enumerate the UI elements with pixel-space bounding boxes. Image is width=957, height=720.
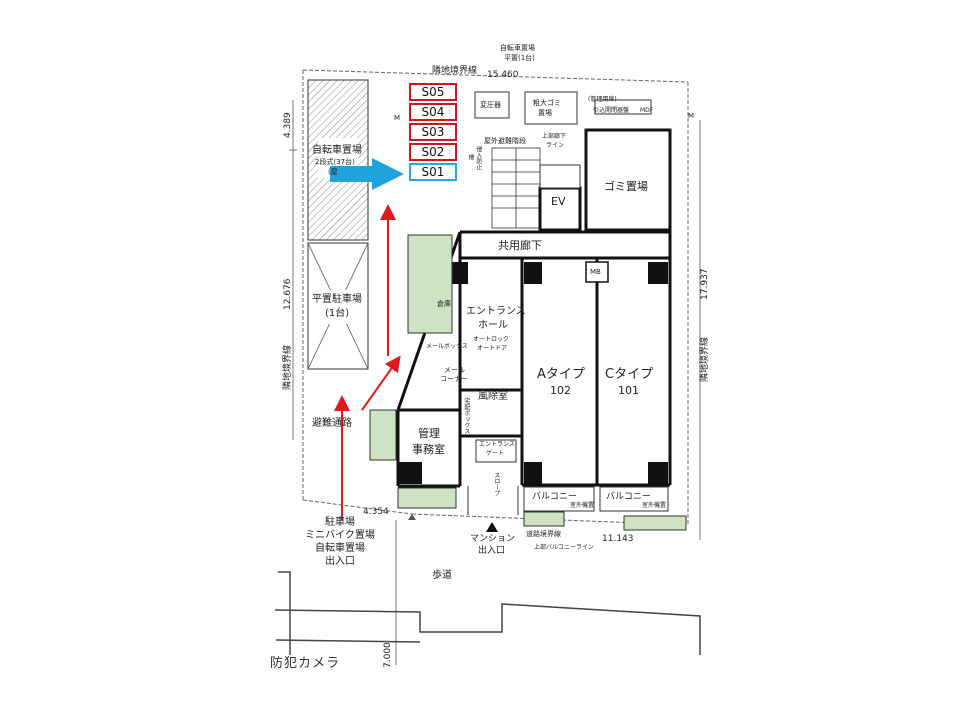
storage-label: 倉庫 bbox=[437, 300, 451, 308]
mail-corner-label: メール bbox=[444, 366, 465, 374]
minibike-label: ミニバイク置場 bbox=[305, 530, 375, 541]
bike-parking-capacity: 2段式(37台) bbox=[315, 158, 355, 166]
slot-s04[interactable]: S04 bbox=[409, 103, 457, 121]
outdoor-stairs bbox=[491, 147, 541, 229]
windbreak-label: 風除室 bbox=[478, 391, 508, 402]
mansion-entrance-sub: 出入口 bbox=[478, 546, 506, 556]
structural-columns bbox=[398, 262, 668, 484]
camera-caption: 防犯カメラ bbox=[270, 656, 341, 671]
management-door: (管理用扉) bbox=[588, 96, 617, 103]
mb-box bbox=[585, 261, 609, 283]
camera-marker-right: M bbox=[688, 112, 695, 120]
outdoor-unit-a: 室外機置 bbox=[570, 502, 595, 509]
dim-bottom-left: 4.354 bbox=[363, 507, 389, 517]
upper-balcony-line: 上部バルコニーライン bbox=[534, 544, 594, 551]
mansion-entrance-marker bbox=[486, 522, 498, 532]
parking-entrance-label: 駐車場 bbox=[325, 517, 355, 528]
mansion-entrance-label: マンション bbox=[470, 534, 516, 544]
garbage-room-label: ゴミ置場 bbox=[604, 180, 648, 193]
upper-corridor-line: 上部廊下 bbox=[542, 133, 567, 140]
upper-corridor-line-2: ライン bbox=[546, 142, 565, 149]
dim-left-mid: 12.676 bbox=[283, 278, 293, 311]
planting-areas bbox=[369, 234, 687, 531]
dim-top: 15.460 bbox=[487, 70, 519, 80]
slot-s02[interactable]: S02 bbox=[409, 143, 457, 161]
dim-bottom-right: 11.143 bbox=[602, 534, 634, 544]
office-sub: 事務室 bbox=[412, 443, 445, 456]
slot-s05[interactable]: S05 bbox=[409, 83, 457, 101]
escape-route-label: 避難通路 bbox=[312, 418, 352, 429]
neighbor-boundary-right: 隣地境界線 bbox=[700, 336, 710, 382]
bike-parking-roof: (屋 bbox=[328, 168, 338, 176]
bulky-garbage-box bbox=[524, 91, 578, 125]
balconies bbox=[523, 486, 669, 512]
autolock-label: オートロック bbox=[473, 336, 510, 343]
transformer-label: 変圧器 bbox=[480, 101, 501, 109]
lead-in-panel: 引込開閉器盤 bbox=[593, 107, 630, 114]
delivery-box-label: 宅配ボックス bbox=[462, 398, 470, 434]
intrusion-fence-2: 柵 bbox=[466, 154, 474, 160]
bulky-garbage-sub: 置場 bbox=[538, 109, 552, 117]
sidewalk-label: 歩道 bbox=[432, 570, 452, 581]
entrance-hall-label: エントランス bbox=[466, 306, 526, 317]
garbage-room bbox=[584, 128, 672, 232]
entrance-exit-label: 出入口 bbox=[325, 556, 355, 567]
bike-flat-sub: 平置(1台) bbox=[504, 54, 535, 62]
mdf-label: MDF bbox=[640, 107, 654, 114]
entrance-gate-label: エントランス bbox=[479, 441, 515, 448]
dim-bottom-vert: 7.000 bbox=[383, 642, 393, 668]
route-arrows bbox=[334, 204, 401, 520]
slot-s03[interactable]: S03 bbox=[409, 123, 457, 141]
autodoor-label: オートドア bbox=[477, 345, 508, 352]
neighbor-boundary-top: 隣地境界線 bbox=[432, 66, 478, 76]
flat-parking-label: 平置駐車場 bbox=[312, 294, 362, 305]
road-curbs bbox=[274, 571, 701, 655]
balcony-c-label: バルコニー bbox=[606, 492, 651, 502]
bike-flat-label: 自転車置場 bbox=[500, 44, 535, 52]
office-label: 管理 bbox=[418, 427, 440, 440]
outdoor-stairs-label: 屋外避難階段 bbox=[484, 137, 526, 145]
transformer-box bbox=[474, 91, 510, 119]
mailbox-label: メールボックス bbox=[426, 343, 468, 350]
entrance-hall-sub: ホール bbox=[478, 320, 508, 331]
mail-corner-sub: コーナー bbox=[440, 375, 468, 383]
bicycle-entrance-label: 自転車置場 bbox=[315, 543, 365, 554]
road-boundary-label: 道路境界線 bbox=[526, 530, 561, 538]
flat-parking-capacity: (1台) bbox=[325, 308, 350, 319]
outdoor-unit-c: 室外機置 bbox=[642, 502, 667, 509]
camera-marker-left: M bbox=[394, 114, 401, 122]
corridor-label: 共用廊下 bbox=[498, 239, 542, 252]
intrusion-fence: 侵入防止 bbox=[474, 146, 482, 170]
entrance-slope bbox=[467, 439, 519, 515]
ev-label: EV bbox=[551, 195, 566, 208]
pointer-arrow bbox=[330, 158, 404, 190]
parking-entrance-marker bbox=[408, 514, 416, 520]
type-a-label: Aタイプ bbox=[537, 367, 585, 382]
unit-a-number: 102 bbox=[550, 384, 571, 397]
slot-s01[interactable]: S01 bbox=[409, 163, 457, 181]
slope-label: スロープ bbox=[492, 472, 500, 496]
dim-right: 17.937 bbox=[700, 268, 710, 301]
entrance-gate-sub: ゲート bbox=[486, 450, 505, 457]
unit-c-number: 101 bbox=[618, 384, 639, 397]
balcony-a-label: バルコニー bbox=[532, 492, 577, 502]
bulky-garbage-label: 粗大ゴミ bbox=[533, 99, 561, 107]
mb-label: MB bbox=[590, 268, 601, 276]
bike-parking-label: 自転車置場 bbox=[312, 145, 362, 156]
dim-left-top: 4.389 bbox=[283, 112, 293, 138]
neighbor-boundary-left: 隣地境界線 bbox=[283, 344, 293, 390]
dimension-lines bbox=[289, 100, 701, 665]
type-c-label: Cタイプ bbox=[605, 367, 654, 382]
